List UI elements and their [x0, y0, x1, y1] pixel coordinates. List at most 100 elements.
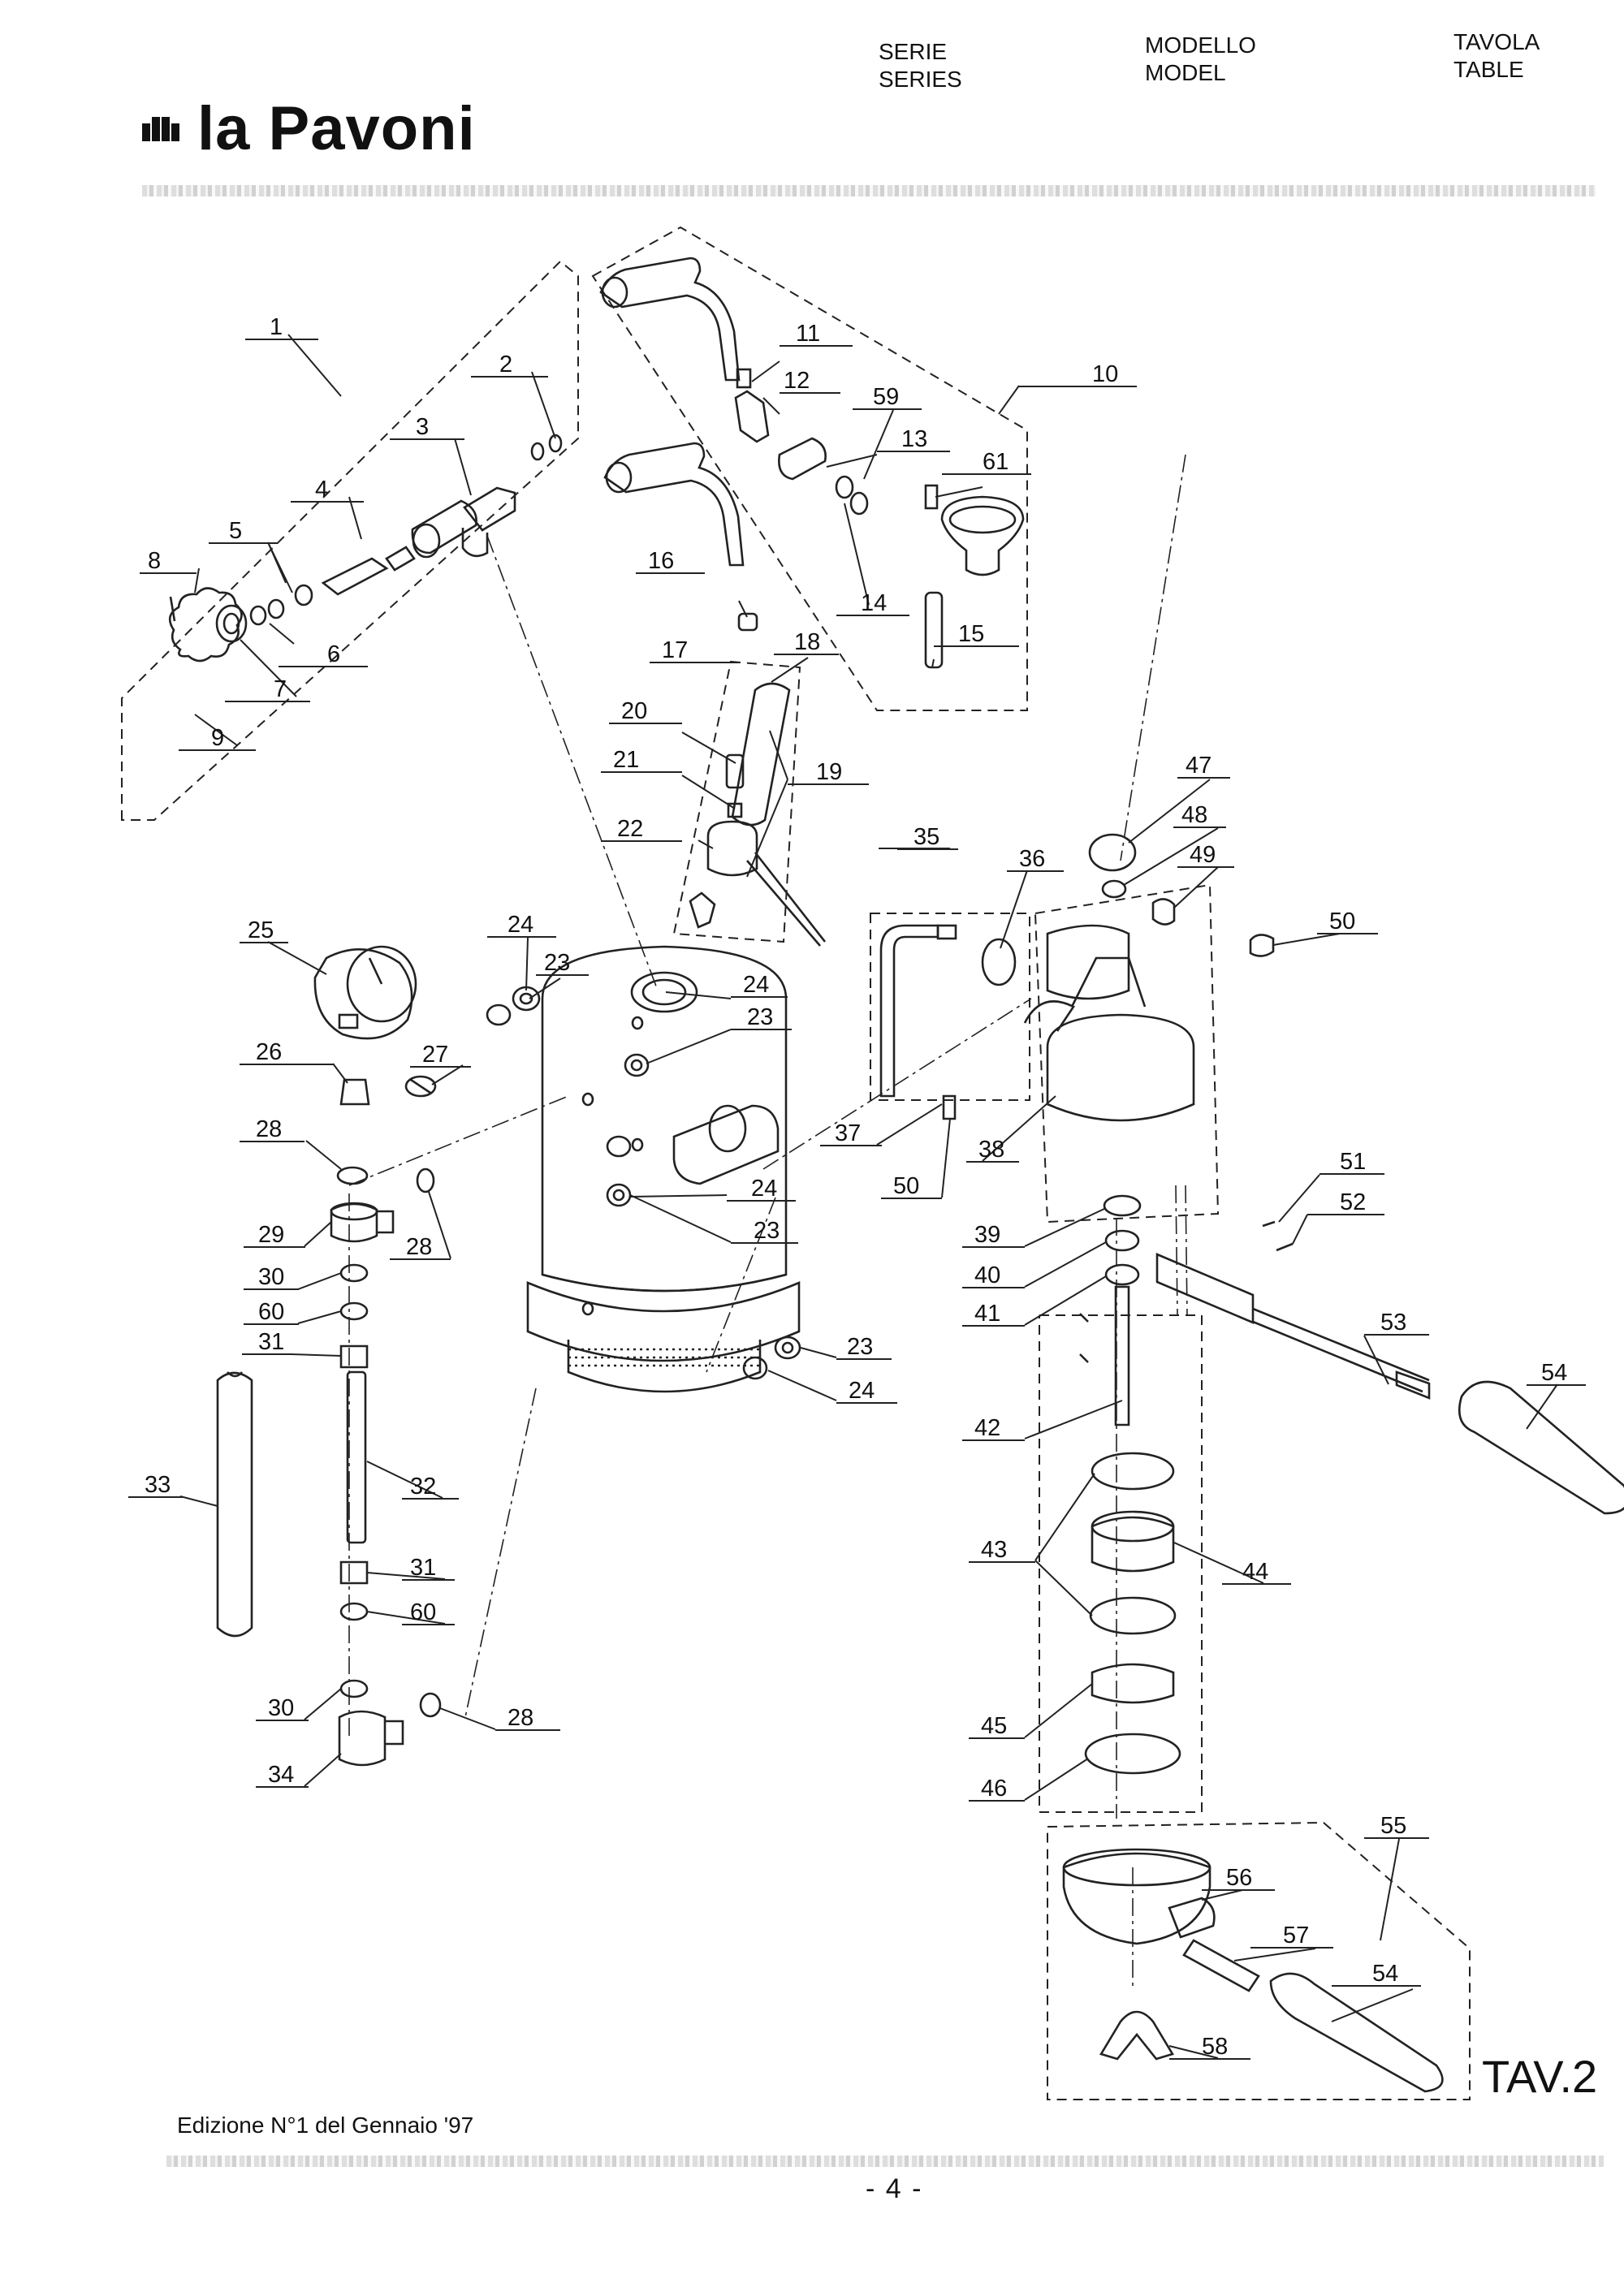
callout-21: 21 [613, 747, 639, 773]
washer-6 [249, 605, 267, 626]
portafilter-56 [1062, 1852, 1212, 1945]
callout-13: 13 [901, 426, 927, 452]
sight-tube-32 [346, 1370, 367, 1544]
brand-name: la Pavoni [197, 94, 476, 163]
pressure-gauge-25 [313, 948, 413, 1040]
callout-25: 25 [248, 917, 274, 943]
series-label: SERIES [879, 67, 962, 92]
callout-59: 59 [873, 384, 899, 410]
callout-1: 1 [270, 314, 283, 340]
nut-30a [339, 1263, 369, 1283]
callout-28a: 28 [256, 1116, 282, 1142]
callout-24a: 24 [508, 912, 533, 938]
callout-24b: 24 [743, 972, 769, 998]
callout-5: 5 [229, 518, 242, 544]
brand-mark-icon [142, 116, 179, 141]
callout-33: 33 [145, 1472, 171, 1498]
bushing-49 [1151, 898, 1176, 926]
callout-11: 11 [796, 321, 820, 347]
callout-7: 7 [274, 676, 287, 702]
callout-56: 56 [1226, 1865, 1252, 1891]
sight-guard-33 [216, 1371, 253, 1638]
pipe-35 [879, 924, 939, 1098]
callout-34: 34 [268, 1762, 294, 1788]
callout-30b: 30 [268, 1695, 294, 1721]
boiler [526, 945, 801, 1393]
washer-60a [339, 1301, 369, 1321]
callout-23b: 23 [747, 1004, 773, 1030]
callout-23c: 23 [754, 1218, 780, 1244]
pin-52 [1276, 1242, 1294, 1252]
callout-22: 22 [617, 816, 643, 842]
filter-screen-45 [1091, 1663, 1175, 1704]
tube-15 [924, 591, 944, 669]
seal-43b [1089, 1596, 1177, 1635]
pin-61 [924, 484, 939, 510]
callout-23d: 23 [847, 1334, 873, 1360]
callout-57: 57 [1283, 1923, 1309, 1949]
model-label: MODEL [1145, 60, 1226, 85]
spout-57 [1182, 1939, 1260, 1992]
callout-3: 3 [416, 414, 429, 440]
callout-19: 19 [816, 759, 842, 785]
piston-rod-42 [1114, 1285, 1130, 1426]
washer-28c [419, 1692, 442, 1718]
o-ring-36 [981, 938, 1017, 986]
callout-18: 18 [794, 629, 820, 655]
callout-61: 61 [983, 449, 1009, 475]
callout-49: 49 [1190, 842, 1216, 868]
callout-31a: 31 [258, 1329, 284, 1355]
callout-54a: 54 [1541, 1360, 1567, 1386]
callout-46: 46 [981, 1776, 1007, 1802]
page-number: - 4 - [866, 2173, 923, 2204]
washer-5a [267, 598, 285, 619]
steam-nozzle-cup [940, 495, 1025, 576]
steam-valve-parts [168, 434, 563, 662]
boiler-flange [672, 1104, 780, 1185]
callout-55: 55 [1380, 1813, 1406, 1839]
knob-9 [168, 587, 243, 662]
callout-53: 53 [1380, 1310, 1406, 1336]
group-head-parts [879, 833, 1275, 1775]
edition-note: Edizione N°1 del Gennaio '97 [177, 2113, 474, 2138]
handle-54a [1458, 1380, 1624, 1515]
callout-24c: 24 [751, 1176, 777, 1202]
washer-28b [416, 1167, 435, 1193]
valve-handle-parts [689, 682, 827, 947]
screw-50b [942, 1094, 957, 1120]
header-rule [142, 185, 1596, 196]
callout-12: 12 [784, 368, 810, 394]
footer-rule [166, 2156, 1604, 2167]
pin-8 [169, 596, 176, 622]
callout-48: 48 [1181, 802, 1207, 828]
callout-52: 52 [1340, 1189, 1366, 1215]
o-ring-2a [530, 442, 545, 461]
callout-39: 39 [974, 1222, 1000, 1248]
callout-43: 43 [981, 1537, 1007, 1563]
washer-60b [339, 1602, 369, 1621]
table-label: TABLE [1453, 57, 1524, 82]
nut-48 [1101, 879, 1127, 899]
union-13 [778, 437, 827, 481]
group-1-outline [121, 260, 579, 821]
valve-stem-4 [321, 557, 389, 596]
callout-45: 45 [981, 1713, 1007, 1739]
tavola-label: TAVOLA [1453, 29, 1540, 54]
callout-23a: 23 [544, 950, 570, 976]
group-18-outline [672, 660, 801, 943]
callout-41: 41 [974, 1301, 1000, 1327]
callout-37: 37 [835, 1120, 861, 1146]
callout-9: 9 [211, 725, 224, 751]
callout-60b: 60 [410, 1599, 436, 1625]
fitting-29 [330, 1202, 378, 1243]
lever-arm-parts [1155, 1220, 1624, 1515]
callout-47: 47 [1186, 753, 1212, 779]
steam-pipe-11 [599, 257, 741, 382]
group-42-outline [1039, 1314, 1203, 1813]
callout-14: 14 [861, 590, 887, 616]
handle-54b [1269, 1972, 1444, 2093]
nut-30b [339, 1679, 369, 1698]
callout-2: 2 [499, 352, 512, 378]
callout-29: 29 [258, 1222, 284, 1248]
